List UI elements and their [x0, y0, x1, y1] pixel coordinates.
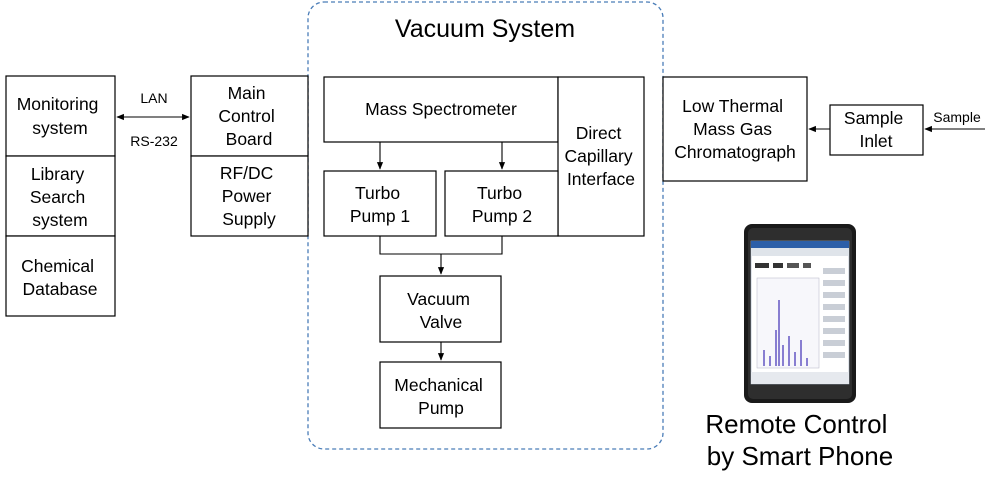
- turbo-pump-1-box: Turbo Pump 1: [323, 170, 437, 237]
- svg-text:Monitoring system: Monitoring system: [17, 94, 104, 138]
- svg-text:Turbo Pump 2: Turbo Pump 2: [472, 183, 532, 226]
- svg-text:RF/DC Power Supply: RF/DC Power Supply: [220, 163, 278, 229]
- smartphone-icon: [744, 224, 856, 403]
- svg-text:Vacuum Valve: Vacuum Valve: [407, 289, 475, 332]
- svg-text:Main Control Board: Main Control Board: [218, 83, 279, 149]
- svg-text:Low Thermal Mass Gas: Low Thermal Mass Gas Chromatograph: [674, 96, 796, 162]
- rf-dc-power-supply-box: RF/DC Power Supply: [190, 155, 309, 237]
- svg-text:Mass Spectrometer: Mass Spectrometer: [365, 99, 517, 119]
- vacuum-valve-box: Vacuum Valve: [379, 275, 502, 343]
- turbo-pump-2-box: Turbo Pump 2: [444, 170, 559, 237]
- turbo-merge-line: [379, 236, 503, 255]
- svg-text:Sample Inlet: Sample Inlet: [844, 108, 908, 151]
- vacuum-system-title: Vacuum System: [395, 15, 575, 43]
- mass-spectrometer-box: Mass Spectrometer: [323, 76, 559, 143]
- vacuum-system-container: [307, 1, 664, 450]
- svg-text:Library Search sys: Library Search system: [30, 164, 90, 230]
- gas-chromatograph-box: Low Thermal Mass Gas Chromatograph: [662, 76, 808, 182]
- remote-control-label: Remote Control by Smart Phone: [705, 409, 894, 471]
- chemical-database-box: Chemical Database: [5, 235, 116, 317]
- rs232-label: RS-232: [130, 133, 178, 149]
- lan-label: LAN: [140, 90, 167, 106]
- main-control-board-box: Main Control Board: [190, 75, 309, 157]
- mechanical-pump-box: Mechanical Pump: [379, 361, 502, 429]
- svg-text:Chemical Database: Chemical Database: [21, 256, 99, 299]
- sample-label: Sample: [933, 109, 981, 125]
- svg-text:Direct Capillary I: Direct Capillary Interface: [565, 123, 638, 189]
- monitoring-system-box: Monitoring system: [5, 75, 116, 157]
- svg-text:Mechanical Pump: Mechanical Pump: [394, 375, 487, 418]
- svg-text:Turbo Pump 1: Turbo Pump 1: [350, 183, 410, 226]
- library-search-box: Library Search system: [5, 155, 116, 237]
- direct-capillary-interface-box: Direct Capillary Interface: [557, 76, 645, 237]
- sample-inlet-box: Sample Inlet: [829, 104, 924, 156]
